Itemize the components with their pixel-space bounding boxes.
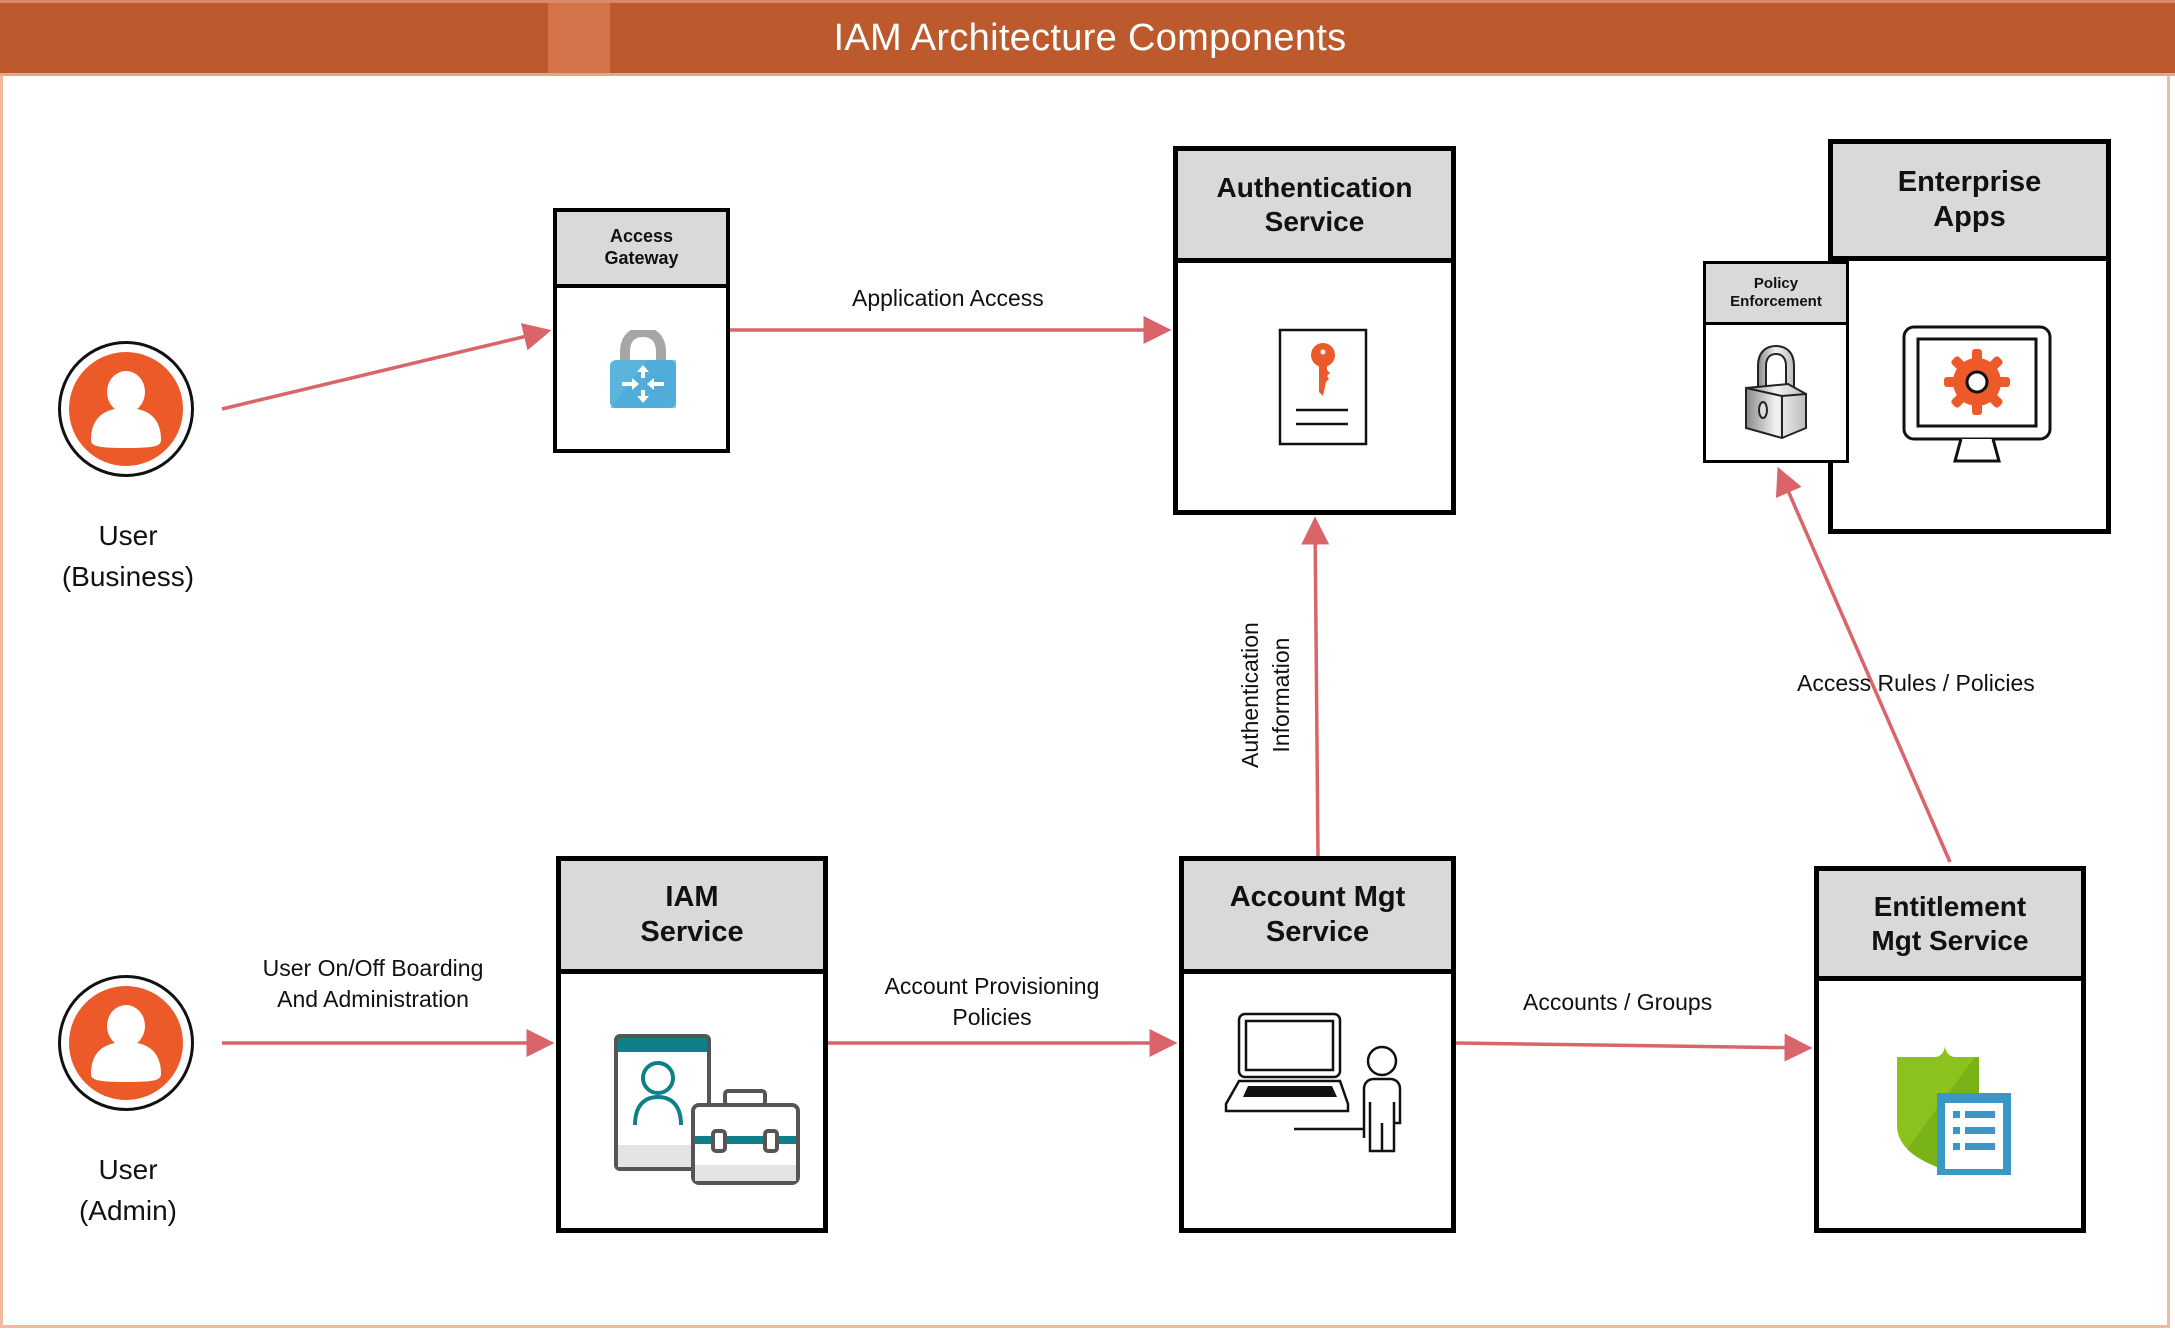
entitlement-mgt-service-title-line2: Mgt Service <box>1871 924 2029 956</box>
enterprise-apps-title-line1: Enterprise <box>1897 166 2042 199</box>
label-authentication-information: Authentication Information <box>1235 615 1297 775</box>
user-admin-label-line1: User <box>98 1154 158 1185</box>
user-icon <box>91 371 161 448</box>
label-account-provisioning-policies-line2: Policies <box>952 1004 1032 1031</box>
account-mgt-service-title-line2: Service <box>1265 916 1370 948</box>
user-business-label: User (Business) <box>28 516 228 597</box>
access-gateway-box[interactable]: Access Gateway <box>553 208 730 453</box>
arrow-access-rules-policies <box>1775 466 1952 863</box>
arrow-user-business-to-access-gateway <box>221 323 552 411</box>
user-icon <box>91 1005 161 1082</box>
account-mgt-service-title-line1: Account Mgt <box>1229 881 1406 914</box>
network-lock-icon <box>610 330 676 408</box>
label-authentication-information-line1: Authentication <box>1236 622 1263 768</box>
iam-service-box[interactable]: IAM Service <box>556 856 828 1233</box>
label-authentication-information-line2: Information <box>1268 637 1294 753</box>
laptop-user-icon <box>1224 1012 1402 1153</box>
entitlement-mgt-service-box[interactable]: Entitlement Mgt Service <box>1814 866 2086 1233</box>
access-gateway-title-line2: Gateway <box>604 248 679 268</box>
user-admin-label-line2: (Admin) <box>78 1194 177 1226</box>
user-admin-avatar <box>58 975 194 1111</box>
authentication-service-title-line2: Service <box>1264 205 1365 237</box>
arrow-authentication-information <box>1301 516 1330 857</box>
diagram-title-text: IAM Architecture Components <box>833 17 1347 59</box>
authentication-service-title-line1: Authentication <box>1216 171 1413 203</box>
entitlement-mgt-service-title-line1: Entitlement <box>1873 890 2027 922</box>
arrow-accounts-groups <box>1455 1033 1813 1062</box>
title-bar: IAM Architecture Components <box>0 0 2175 76</box>
label-access-rules-policies: Access Rules / Policies <box>1797 670 2035 696</box>
label-account-provisioning-policies-line1: Account Provisioning <box>884 973 1100 999</box>
title-bar-accent <box>548 3 610 73</box>
user-business-label-line2: (Business) <box>61 560 195 592</box>
label-user-onboarding: User On/Off Boarding And Administration <box>258 953 488 1015</box>
policy-enforcement-title-line2: Enforcement <box>1730 293 1822 310</box>
enterprise-apps-header: Enterprise Apps <box>1833 144 2106 261</box>
key-document-icon <box>1278 328 1368 446</box>
access-gateway-title-line1: Access <box>609 226 674 247</box>
policy-enforcement-header: Policy Enforcement <box>1706 264 1846 325</box>
label-accounts-groups: Accounts / Groups <box>1523 989 1713 1015</box>
policy-enforcement-title-line1: Policy <box>1753 275 1799 292</box>
monitor-gear-icon <box>1902 325 2052 463</box>
account-mgt-service-box[interactable]: Account Mgt Service <box>1179 856 1456 1233</box>
user-admin-label: User (Admin) <box>28 1150 228 1231</box>
access-gateway-header: Access Gateway <box>557 212 726 288</box>
user-business-label-line1: User <box>98 520 158 551</box>
shield-list-icon <box>1897 1045 2011 1175</box>
account-mgt-service-header: Account Mgt Service <box>1184 861 1451 974</box>
iam-service-title-line2: Service <box>640 916 744 948</box>
authentication-service-header: Authentication Service <box>1178 151 1451 263</box>
entitlement-mgt-service-header: Entitlement Mgt Service <box>1819 871 2081 981</box>
label-user-onboarding-line1: User On/Off Boarding <box>262 955 484 981</box>
user-business-avatar <box>58 341 194 477</box>
iam-service-title-line1: IAM <box>665 881 719 914</box>
enterprise-apps-title-line2: Apps <box>1933 201 2006 233</box>
iam-service-header: IAM Service <box>561 861 823 974</box>
label-application-access: Application Access <box>852 285 1044 311</box>
profile-briefcase-icon <box>614 1034 800 1185</box>
policy-enforcement-box[interactable]: Policy Enforcement <box>1703 261 1849 463</box>
label-account-provisioning-policies: Account Provisioning Policies <box>876 971 1108 1033</box>
padlock-icon <box>1745 344 1807 440</box>
enterprise-apps-box[interactable]: Enterprise Apps <box>1828 139 2111 534</box>
authentication-service-box[interactable]: Authentication Service <box>1173 146 1456 515</box>
label-user-onboarding-line2: And Administration <box>277 986 469 1013</box>
